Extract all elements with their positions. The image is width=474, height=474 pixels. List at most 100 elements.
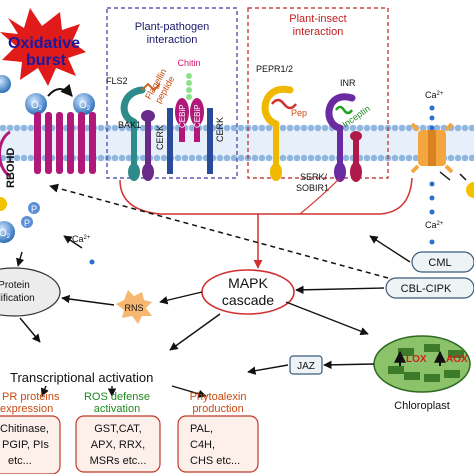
lipid-head — [321, 124, 329, 132]
svg-text:Ca2+: Ca2+ — [425, 220, 444, 230]
lipid-head — [237, 154, 245, 162]
rns-label: RNS — [124, 303, 143, 313]
pathogen-title-1: Plant-pathogen — [135, 21, 210, 33]
pathway-arrows — [16, 171, 451, 375]
rbohd-helix — [78, 112, 85, 174]
lipid-head — [139, 124, 147, 132]
rbohd-helix — [45, 112, 52, 174]
lipid-head — [111, 154, 119, 162]
rbohd-complex: RBOHD P P — [0, 112, 96, 228]
thylakoid — [388, 366, 404, 374]
lipid-head — [328, 154, 336, 162]
lipid-head — [0, 154, 7, 162]
o2-sphere-left — [0, 221, 15, 243]
rbohd-helix — [56, 112, 63, 174]
svg-text:CEBiP: CEBiP — [178, 104, 187, 128]
o2-sphere-top — [25, 93, 47, 115]
lipid-head — [83, 154, 91, 162]
lipid-head — [97, 154, 105, 162]
svg-text:GST,CAT,: GST,CAT, — [94, 423, 141, 435]
serk-label-2: SOBIR1 — [296, 183, 329, 193]
lipid-head — [468, 154, 474, 162]
mapk-label-1: MAPK — [228, 275, 268, 291]
thylakoid — [424, 344, 440, 352]
cebip-receptor-2 — [190, 98, 204, 126]
lipid-head — [307, 124, 315, 132]
inr-label: INR — [340, 78, 356, 88]
chloroplast-label: Chloroplast — [394, 400, 450, 412]
lipid-head — [237, 124, 245, 132]
cebip-receptor-1 — [175, 98, 189, 126]
oxidative-burst: Oxidative burst — [0, 8, 86, 86]
lipid-head — [342, 124, 350, 132]
lipid-head — [6, 154, 14, 162]
lipid-head — [20, 124, 28, 132]
cml-label: CML — [428, 257, 451, 269]
lipid-head — [0, 124, 7, 132]
svg-text:Ca2+: Ca2+ — [425, 90, 444, 100]
o2-conversion-arrow — [47, 83, 73, 97]
phospho-site-1 — [28, 202, 40, 214]
transcriptional-activation-label: Transcriptional activation — [10, 370, 153, 385]
svg-text:Chitinase,: Chitinase, — [0, 423, 49, 435]
rbohd-helix — [89, 112, 96, 174]
rbohd-helix — [67, 112, 74, 174]
lipid-head — [454, 154, 462, 162]
lipid-head — [230, 154, 238, 162]
lipid-head — [468, 124, 474, 132]
lipid-head — [181, 154, 189, 162]
lipid-head — [13, 154, 21, 162]
lipid-head — [125, 154, 133, 162]
lipid-head — [223, 124, 231, 132]
lipid-head — [153, 154, 161, 162]
lipid-head — [265, 124, 273, 132]
insect-interaction-panel: Plant-insect interaction PEPR1/2 Pep INR… — [247, 7, 389, 193]
lipid-head — [370, 124, 378, 132]
lipid-head — [125, 124, 133, 132]
lipid-head — [118, 124, 126, 132]
ros-molecules: O2 O2 O2 — [0, 75, 95, 243]
svg-text:CEBiP: CEBiP — [193, 104, 202, 128]
flagellin-peptide — [141, 82, 161, 92]
cbl-cipk-node — [385, 277, 474, 299]
burst-star — [0, 8, 86, 86]
lipid-head — [153, 124, 161, 132]
lipid-head — [405, 154, 413, 162]
svg-text:Ca2+: Ca2+ — [72, 234, 91, 244]
output-pr-proteins: PR proteins expression Chitinase, PGIP, … — [0, 391, 61, 474]
receptor-output-loop — [119, 177, 413, 215]
svg-text:expression: expression — [0, 403, 53, 415]
fls2-receptor — [120, 86, 146, 126]
pathogen-title-2: interaction — [147, 34, 198, 46]
o2-sphere-left-partial — [0, 75, 11, 93]
chitin-label: Chitin — [177, 58, 200, 68]
thylakoid — [448, 350, 464, 358]
lipid-head — [461, 124, 469, 132]
lipid-head — [279, 154, 287, 162]
lipid-head — [440, 124, 448, 132]
svg-text:P: P — [31, 204, 37, 214]
calcium-channel: Ca2+ Ca2+ — [410, 90, 474, 245]
lipid-head — [293, 154, 301, 162]
lipid-head — [188, 154, 196, 162]
lipid-head — [356, 124, 364, 132]
ca-ion-left — [89, 259, 95, 265]
lipid-head — [216, 124, 224, 132]
svg-text:Phytoalexin: Phytoalexin — [190, 391, 247, 403]
lipid-head — [27, 154, 35, 162]
lipid-head — [321, 154, 329, 162]
thylakoid — [444, 370, 460, 378]
lipid-head — [251, 154, 259, 162]
pepr-label: PEPR1/2 — [256, 64, 293, 74]
thylakoid — [424, 374, 440, 382]
lipid-head — [265, 154, 273, 162]
lipid-head — [27, 124, 35, 132]
svg-text:production: production — [192, 403, 243, 415]
serk-label-1: SERK/ — [300, 172, 328, 182]
ca-ions-bottom — [429, 181, 435, 245]
lipid-head — [111, 124, 119, 132]
lipid-head — [447, 154, 455, 162]
chloroplast: LOX AOX Chloroplast — [373, 335, 471, 412]
lipid-head — [104, 124, 112, 132]
